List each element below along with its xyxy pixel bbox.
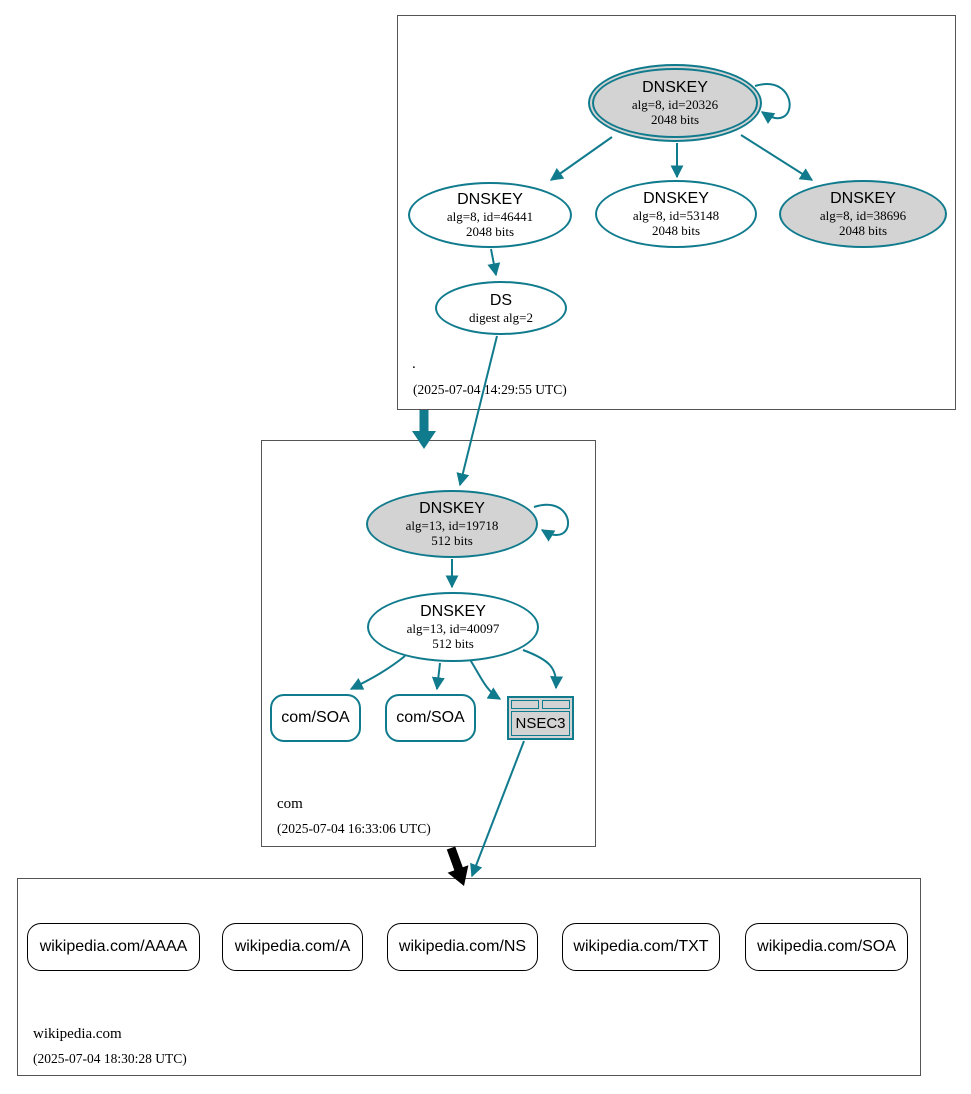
node-title: DS [489, 291, 513, 309]
node-detail-alg-id: alg=8, id=53148 [632, 208, 720, 223]
zone-timestamp-root: (2025-07-04 14:29:55 UTC) [413, 382, 567, 397]
dnskey-root-zsk-53148[interactable]: DNSKEY alg=8, id=53148 2048 bits [595, 180, 757, 248]
rrset-com-soa-1[interactable]: com/SOA [270, 694, 361, 742]
rrset-label: wikipedia.com/NS [398, 938, 527, 955]
zone-label-com: com [277, 796, 303, 812]
rrset-label: com/SOA [281, 709, 350, 726]
edge-rootksk-selfloop [754, 83, 791, 124]
edge-comzsk-to-soa1 [349, 655, 406, 690]
node-detail-alg-id: alg=13, id=19718 [405, 518, 499, 533]
nsec3-label: NSEC3 [511, 711, 570, 736]
zone-box-wikipedia [17, 878, 921, 1076]
node-detail-bits: 512 bits [431, 533, 473, 548]
dnskey-root-zsk-46441[interactable]: DNSKEY alg=8, id=46441 2048 bits [408, 182, 572, 248]
node-detail-digest: digest alg=2 [468, 309, 534, 325]
zone-label-root: . [412, 356, 416, 372]
rrset-label: wikipedia.com/SOA [757, 938, 896, 955]
edge-rootksk-to-zsk38696 [740, 134, 814, 181]
node-title: DNSKEY [643, 190, 709, 207]
edge-zsk46441-to-ds [487, 248, 501, 277]
zone-timestamp-wikipedia: (2025-07-04 18:30:28 UTC) [33, 1051, 187, 1066]
ds-root-com[interactable]: DS digest alg=2 [435, 281, 567, 335]
rrset-label: wikipedia.com/A [234, 938, 351, 955]
rrset-wikipedia-a[interactable]: wikipedia.com/A [222, 923, 363, 971]
node-detail-alg-id: alg=8, id=20326 [631, 97, 719, 112]
rrset-wikipedia-soa[interactable]: wikipedia.com/SOA [745, 923, 908, 971]
zone-box-root [397, 15, 956, 410]
edge-nsec3-to-wikipedia [470, 740, 525, 878]
node-detail-bits: 512 bits [432, 636, 474, 651]
nsec3-header-cell-left [511, 700, 539, 709]
rrset-label: wikipedia.com/AAAA [39, 938, 188, 955]
node-detail-bits: 2048 bits [651, 223, 701, 238]
dnskey-root-zsk-38696[interactable]: DNSKEY alg=8, id=38696 2048 bits [779, 180, 947, 248]
nsec3-header-row [511, 700, 570, 709]
node-detail-bits: 2048 bits [465, 224, 515, 239]
node-title: DNSKEY [457, 191, 523, 208]
node-detail-alg-id: alg=13, id=40097 [406, 621, 500, 636]
dnskey-com-zsk-40097[interactable]: DNSKEY alg=13, id=40097 512 bits [367, 592, 539, 662]
node-title: DNSKEY [830, 190, 896, 207]
node-title: DNSKEY [419, 500, 485, 517]
node-title: DNSKEY [420, 603, 486, 620]
edge-rootksk-to-zsk46441 [549, 136, 613, 181]
delegation-arrow-root-com [412, 410, 436, 449]
rrset-label: com/SOA [396, 709, 465, 726]
node-detail-alg-id: alg=8, id=38696 [819, 208, 907, 223]
edge-comzsk-to-soa2 [431, 662, 445, 691]
node-detail-bits: 2048 bits [838, 223, 888, 238]
rrset-wikipedia-aaaa[interactable]: wikipedia.com/AAAA [27, 923, 200, 971]
rrset-label: wikipedia.com/TXT [573, 938, 709, 955]
edge-comksk-selfloop [533, 503, 570, 542]
node-detail-alg-id: alg=8, id=46441 [446, 209, 534, 224]
delegation-arrow-com-wikipedia [446, 846, 469, 886]
dnskey-root-ksk-20326[interactable]: DNSKEY alg=8, id=20326 2048 bits [588, 64, 762, 142]
zone-label-wikipedia: wikipedia.com [33, 1026, 122, 1042]
edge-comzsk-to-nsec3-right [522, 649, 564, 690]
zone-timestamp-com: (2025-07-04 16:33:06 UTC) [277, 821, 431, 836]
node-detail-bits: 2048 bits [650, 112, 700, 127]
node-title: DNSKEY [642, 79, 708, 96]
rrset-wikipedia-ns[interactable]: wikipedia.com/NS [387, 923, 538, 971]
rrset-com-soa-2[interactable]: com/SOA [385, 694, 476, 742]
edge-ds-to-comksk [456, 335, 498, 487]
dnskey-com-ksk-19718[interactable]: DNSKEY alg=13, id=19718 512 bits [366, 490, 538, 558]
edge-comzsk-to-nsec3-left [468, 657, 502, 700]
nsec3-header-cell-right [542, 700, 570, 709]
nsec3-node[interactable]: NSEC3 [507, 696, 574, 740]
rrset-wikipedia-txt[interactable]: wikipedia.com/TXT [562, 923, 720, 971]
